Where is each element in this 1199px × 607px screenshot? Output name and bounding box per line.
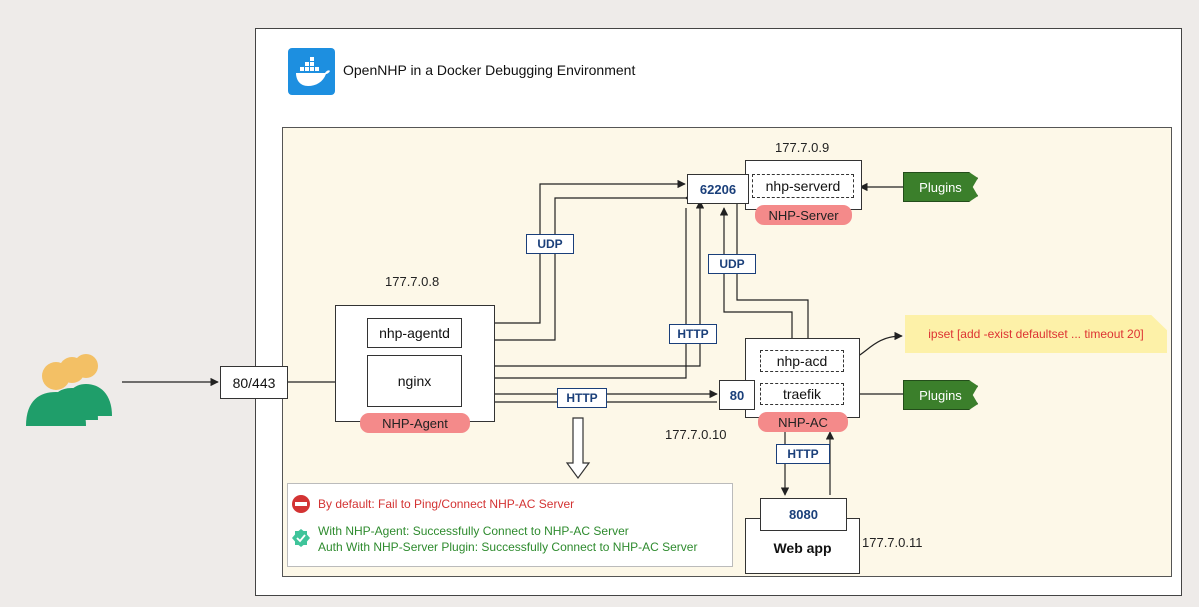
legend-fail-text: By default: Fail to Ping/Connect NHP-AC … (318, 497, 575, 511)
result-legend: By default: Fail to Ping/Connect NHP-AC … (287, 483, 733, 567)
server-ip: 177.7.0.9 (775, 140, 830, 155)
nhp-agentd-box: nhp-agentd (367, 318, 462, 348)
webapp-port: 8080 (760, 498, 847, 531)
ac-label: NHP-AC (758, 412, 848, 432)
webapp-ip: 177.7.0.11 (862, 535, 923, 550)
agent-ip: 177.7.0.8 (385, 274, 440, 289)
server-plugins: Plugins (903, 172, 978, 202)
no-entry-icon (292, 495, 310, 513)
http-label-ac: HTTP (557, 388, 607, 408)
users-icon (22, 350, 117, 426)
verified-check-icon (292, 529, 310, 547)
udp-label-agent: UDP (526, 234, 574, 254)
down-arrow-icon (565, 417, 591, 480)
webapp-label: Web app (773, 540, 832, 556)
page-title: OpenNHP in a Docker Debugging Environmen… (343, 62, 636, 78)
traefik-box: traefik (760, 383, 844, 405)
server-label: NHP-Server (755, 205, 852, 225)
nhp-serverd-box: nhp-serverd (752, 174, 854, 198)
ac-port: 80 (719, 380, 755, 410)
nginx-box: nginx (367, 355, 462, 407)
ipset-note: ipset [add -exist defaultset ... timeout… (905, 315, 1167, 353)
legend-success-agent-text: With NHP-Agent: Successfully Connect to … (318, 524, 629, 538)
http-label-webapp: HTTP (776, 444, 830, 464)
udp-label-ac: UDP (708, 254, 756, 274)
entry-port-box: 80/443 (220, 366, 288, 399)
ac-plugins: Plugins (903, 380, 978, 410)
ac-ip: 177.7.0.10 (665, 427, 727, 442)
agent-label: NHP-Agent (360, 413, 470, 433)
nhp-acd-box: nhp-acd (760, 350, 844, 372)
http-label-server: HTTP (669, 324, 717, 344)
legend-success-plugin-text: Auth With NHP-Server Plugin: Successfull… (318, 540, 698, 554)
docker-icon (288, 48, 335, 95)
server-port: 62206 (687, 174, 749, 204)
